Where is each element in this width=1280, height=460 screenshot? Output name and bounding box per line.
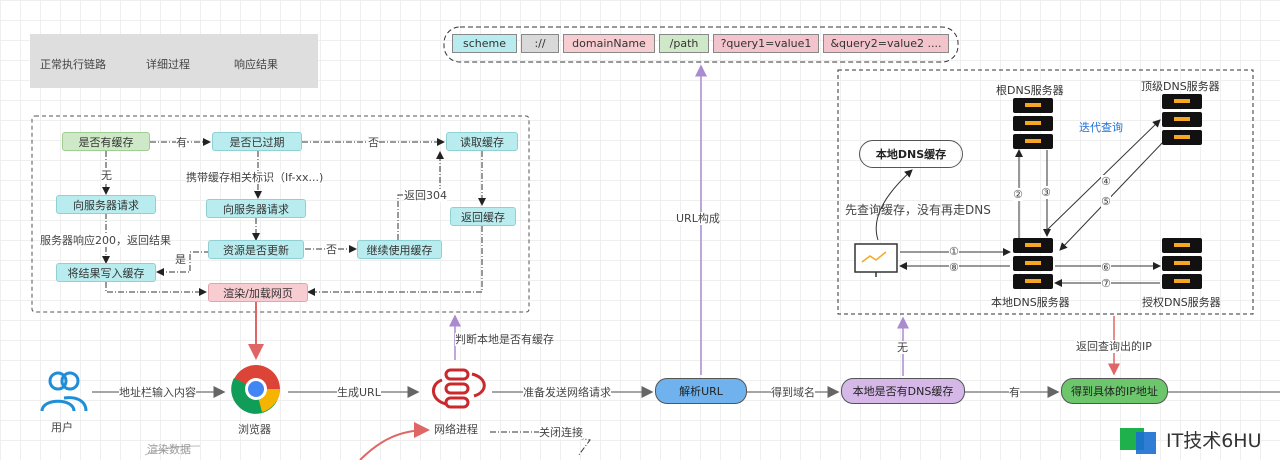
edge-check-local-cache: 判断本地是否有缓存 bbox=[455, 333, 554, 346]
network-process-icon bbox=[432, 368, 486, 409]
url-part-separator: :// bbox=[521, 34, 559, 53]
edge-label-return304: 返回304 bbox=[404, 189, 447, 202]
edge-render-data: 渲染数据 bbox=[147, 443, 191, 456]
node-local-dns-cache: 本地DNS缓存 bbox=[859, 140, 963, 168]
dns-step-2: ② bbox=[1013, 188, 1023, 201]
edge-label-no-1: 否 bbox=[368, 136, 379, 149]
edge-label-carry: 携带缓存相关标识（If-xx...) bbox=[186, 171, 324, 184]
edge-has: 有 bbox=[1009, 386, 1020, 399]
node-parse-url: 解析URL bbox=[655, 378, 747, 404]
local-dns-label: 本地DNS服务器 bbox=[991, 296, 1070, 309]
user-icon bbox=[40, 371, 88, 412]
top-dns-server-icon bbox=[1162, 94, 1202, 146]
dns-step-4: ④ bbox=[1101, 175, 1111, 188]
dns-step-3: ③ bbox=[1041, 186, 1051, 199]
node-read-cache: 读取缓存 bbox=[446, 132, 518, 151]
node-return-cache: 返回缓存 bbox=[450, 207, 516, 226]
edge-return-ip: 返回查询出的IP bbox=[1076, 340, 1152, 353]
auth-dns-server-icon bbox=[1162, 238, 1202, 290]
node-updated: 资源是否更新 bbox=[208, 240, 304, 259]
url-part-path: /path bbox=[659, 34, 709, 53]
dns-step-5: ⑤ bbox=[1101, 195, 1111, 208]
node-write-cache: 将结果写入缓存 bbox=[56, 263, 156, 282]
top-dns-label: 顶级DNS服务器 bbox=[1141, 80, 1220, 93]
edge-label-none: 无 bbox=[101, 169, 112, 182]
dns-step-6: ⑥ bbox=[1101, 261, 1111, 274]
watermark-logo bbox=[1120, 428, 1156, 454]
url-part-query1: ?query1=value1 bbox=[713, 34, 819, 53]
legend-panel bbox=[30, 34, 318, 88]
network-label: 网络进程 bbox=[434, 423, 478, 436]
legend-normal-label: 正常执行链路 bbox=[40, 58, 106, 71]
node-render: 渲染/加载网页 bbox=[208, 283, 308, 302]
legend-response-label: 响应结果 bbox=[234, 58, 278, 71]
node-get-ip: 得到具体的IP地址 bbox=[1061, 378, 1168, 404]
dns-step-8: ⑧ bbox=[949, 261, 959, 274]
user-label: 用户 bbox=[51, 421, 73, 434]
auth-dns-label: 授权DNS服务器 bbox=[1142, 296, 1221, 309]
node-expired: 是否已过期 bbox=[212, 132, 302, 151]
url-part-query2: &query2=value2 .... bbox=[823, 34, 949, 53]
cache-container bbox=[31, 115, 530, 313]
root-dns-label: 根DNS服务器 bbox=[996, 84, 1064, 97]
node-has-cache: 是否有缓存 bbox=[62, 132, 150, 151]
node-request-server-2: 向服务器请求 bbox=[206, 199, 306, 218]
edge-label-no-2: 否 bbox=[326, 243, 337, 256]
url-part-domain: domainName bbox=[563, 34, 655, 53]
local-dns-server-icon bbox=[1013, 238, 1053, 290]
dns-step-7: ⑦ bbox=[1101, 277, 1111, 290]
edge-label-yes: 有 bbox=[176, 136, 187, 149]
dns-query-note: 先查询缓存，没有再走DNS bbox=[845, 203, 991, 217]
url-part-scheme: scheme bbox=[452, 34, 517, 53]
root-dns-server-icon bbox=[1013, 98, 1053, 150]
node-request-server-1: 向服务器请求 bbox=[56, 195, 156, 214]
iterative-query-label: 迭代查询 bbox=[1079, 121, 1123, 134]
browser-label: 浏览器 bbox=[238, 423, 271, 436]
chrome-icon bbox=[231, 365, 280, 414]
edge-prepare: 准备发送网络请求 bbox=[523, 386, 611, 399]
edge-address-input: 地址栏输入内容 bbox=[119, 386, 196, 399]
edge-get-domain: 得到域名 bbox=[771, 386, 815, 399]
dns-step-1: ① bbox=[949, 245, 959, 258]
edge-label-yes-2: 是 bbox=[175, 253, 186, 266]
node-keep-cache: 继续使用缓存 bbox=[357, 240, 442, 259]
url-container bbox=[443, 26, 959, 63]
edge-close-conn: 关闭连接 bbox=[539, 426, 583, 439]
node-has-dns-cache: 本地是否有DNS缓存 bbox=[841, 378, 965, 404]
edge-gen-url: 生成URL bbox=[337, 386, 381, 399]
edge-url-compose: URL构成 bbox=[676, 212, 720, 225]
computer-icon bbox=[854, 243, 898, 277]
watermark-text: IT技术6HU bbox=[1166, 430, 1262, 452]
legend-detail-label: 详细过程 bbox=[146, 58, 190, 71]
edge-label-server200: 服务器响应200，返回结果 bbox=[40, 234, 171, 247]
edge-dns-none: 无 bbox=[897, 341, 908, 354]
